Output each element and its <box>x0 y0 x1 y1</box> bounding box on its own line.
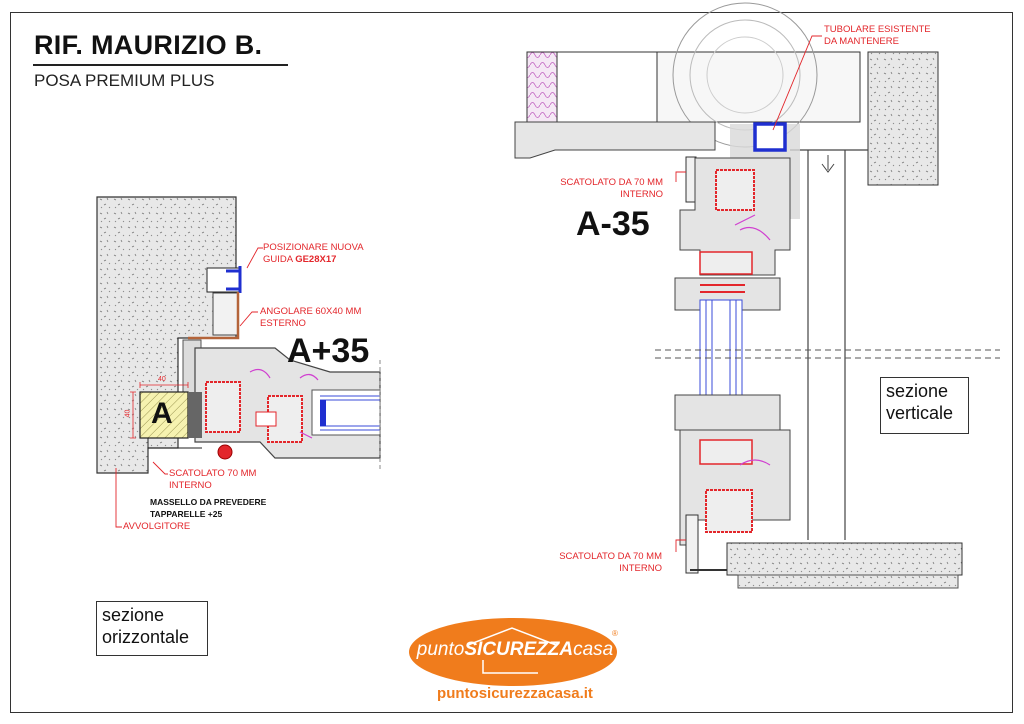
label-horizontal-section: sezione orizzontale <box>96 601 208 656</box>
note-block: MASSELLO DA PREVEDERE TAPPARELLE +25 <box>150 497 267 519</box>
window-frame-vertical <box>674 156 791 574</box>
drawing-frame <box>10 12 1013 713</box>
note-top-box: SCATOLATO DA 70 MM INTERNO <box>560 177 663 200</box>
note-box-70: SCATOLATO 70 MM INTERNO <box>169 468 257 491</box>
block-a-label: A <box>151 397 173 430</box>
note-roller: AVVOLGITORE <box>123 521 191 532</box>
angle-profile-60x40 <box>188 292 240 340</box>
brand-logo <box>409 618 617 686</box>
sill-concrete <box>726 542 963 589</box>
wall-concrete-right <box>790 51 939 540</box>
block-width-dim: 40 <box>158 376 166 383</box>
dimension-a-plus-35: A+35 <box>287 332 370 370</box>
leader-lines-right <box>675 35 822 552</box>
note-bottom-box: SCATOLATO DA 70 MM INTERNO <box>559 551 662 574</box>
dimension-a-minus-35: A-35 <box>576 205 650 243</box>
page-title: RIF. MAURIZIO B. <box>34 30 263 60</box>
break-lines <box>655 349 1000 359</box>
brand-url-link[interactable]: puntosicurezzacasa.it <box>437 685 593 702</box>
registered-mark: ® <box>612 629 618 638</box>
label-vertical-section: sezione verticale <box>880 377 969 434</box>
note-guide: POSIZIONARE NUOVA GUIDA GE28X17 <box>263 242 364 265</box>
note-tube: TUBOLARE ESISTENTE DA MANTENERE <box>824 24 931 47</box>
roller-box <box>514 2 861 159</box>
block-height-dim: 40 <box>124 409 132 418</box>
brand-logo-text: puntoSICUREZZAcasa <box>416 639 614 660</box>
note-angle: ANGOLARE 60X40 MM ESTERNO <box>260 306 362 329</box>
block-a <box>130 382 202 449</box>
leader-lines-left <box>115 247 263 528</box>
guide-profile-ge28x17 <box>206 266 242 293</box>
title-underline <box>33 64 288 66</box>
page-subtitle: POSA PREMIUM PLUS <box>34 71 215 90</box>
